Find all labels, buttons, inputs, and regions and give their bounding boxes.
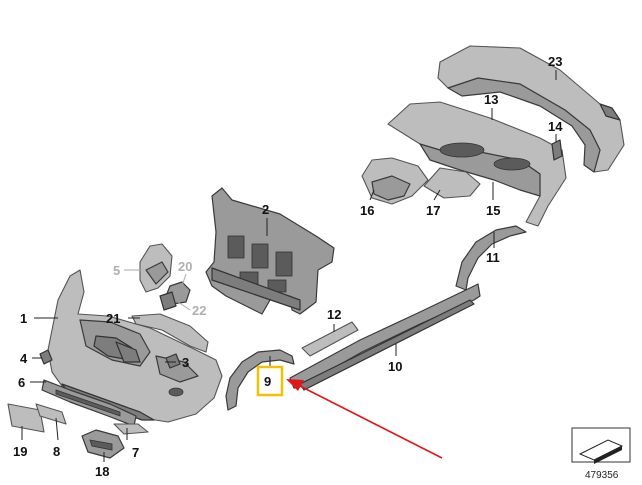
label-16: 16	[360, 203, 374, 218]
part-3-clip	[165, 353, 181, 369]
part-12-trim-strip	[301, 321, 359, 357]
part-20-22-small-brackets	[159, 281, 191, 311]
label-4: 4	[20, 351, 28, 366]
label-9: 9	[264, 374, 271, 389]
part-16-underbody-panel	[361, 157, 429, 205]
label-20: 20	[178, 259, 192, 274]
label-3: 3	[182, 355, 189, 370]
label-17: 17	[426, 203, 440, 218]
label-23: 23	[548, 54, 562, 69]
label-22: 22	[192, 303, 206, 318]
leader-lines	[21, 70, 557, 462]
reference-icon-box	[571, 427, 631, 464]
label-21: 21	[106, 311, 120, 326]
part-9-wheel-arch-trim	[225, 349, 295, 411]
part-19-trim-left	[7, 403, 45, 433]
part-17-underbody-panel	[423, 167, 481, 199]
label-13: 13	[484, 92, 498, 107]
highlight-arrow-head	[286, 379, 304, 391]
part-5-air-duct	[139, 243, 173, 293]
reference-number: 479356	[585, 470, 619, 481]
label-1: 1	[20, 311, 27, 326]
label-19: 19	[13, 444, 27, 459]
part-8-strip	[35, 403, 67, 425]
label-7: 7	[132, 445, 139, 460]
part-2-front-carrier	[205, 187, 335, 315]
label-11: 11	[486, 250, 500, 265]
label-12: 12	[327, 307, 341, 322]
part-13-rear-bumper-carrier	[387, 101, 567, 227]
part-11-rear-wheel-arch-trim	[455, 225, 527, 291]
part-4-insert	[39, 349, 53, 365]
part-23-rear-bumper-cover	[437, 45, 625, 173]
label-14: 14	[548, 119, 563, 134]
part-18-mesh-grille	[81, 429, 125, 459]
highlight-arrow-shaft	[299, 385, 443, 459]
label-15: 15	[486, 203, 500, 218]
part-10-side-sill	[289, 283, 481, 391]
label-8: 8	[53, 444, 60, 459]
part-14-bracket	[551, 139, 563, 161]
label-18: 18	[95, 464, 109, 479]
highlight-box	[256, 365, 284, 397]
label-10: 10	[388, 359, 402, 374]
label-2: 2	[262, 202, 269, 217]
label-5: 5	[113, 263, 120, 278]
label-6: 6	[18, 375, 25, 390]
part-7-trim-right	[113, 423, 149, 435]
